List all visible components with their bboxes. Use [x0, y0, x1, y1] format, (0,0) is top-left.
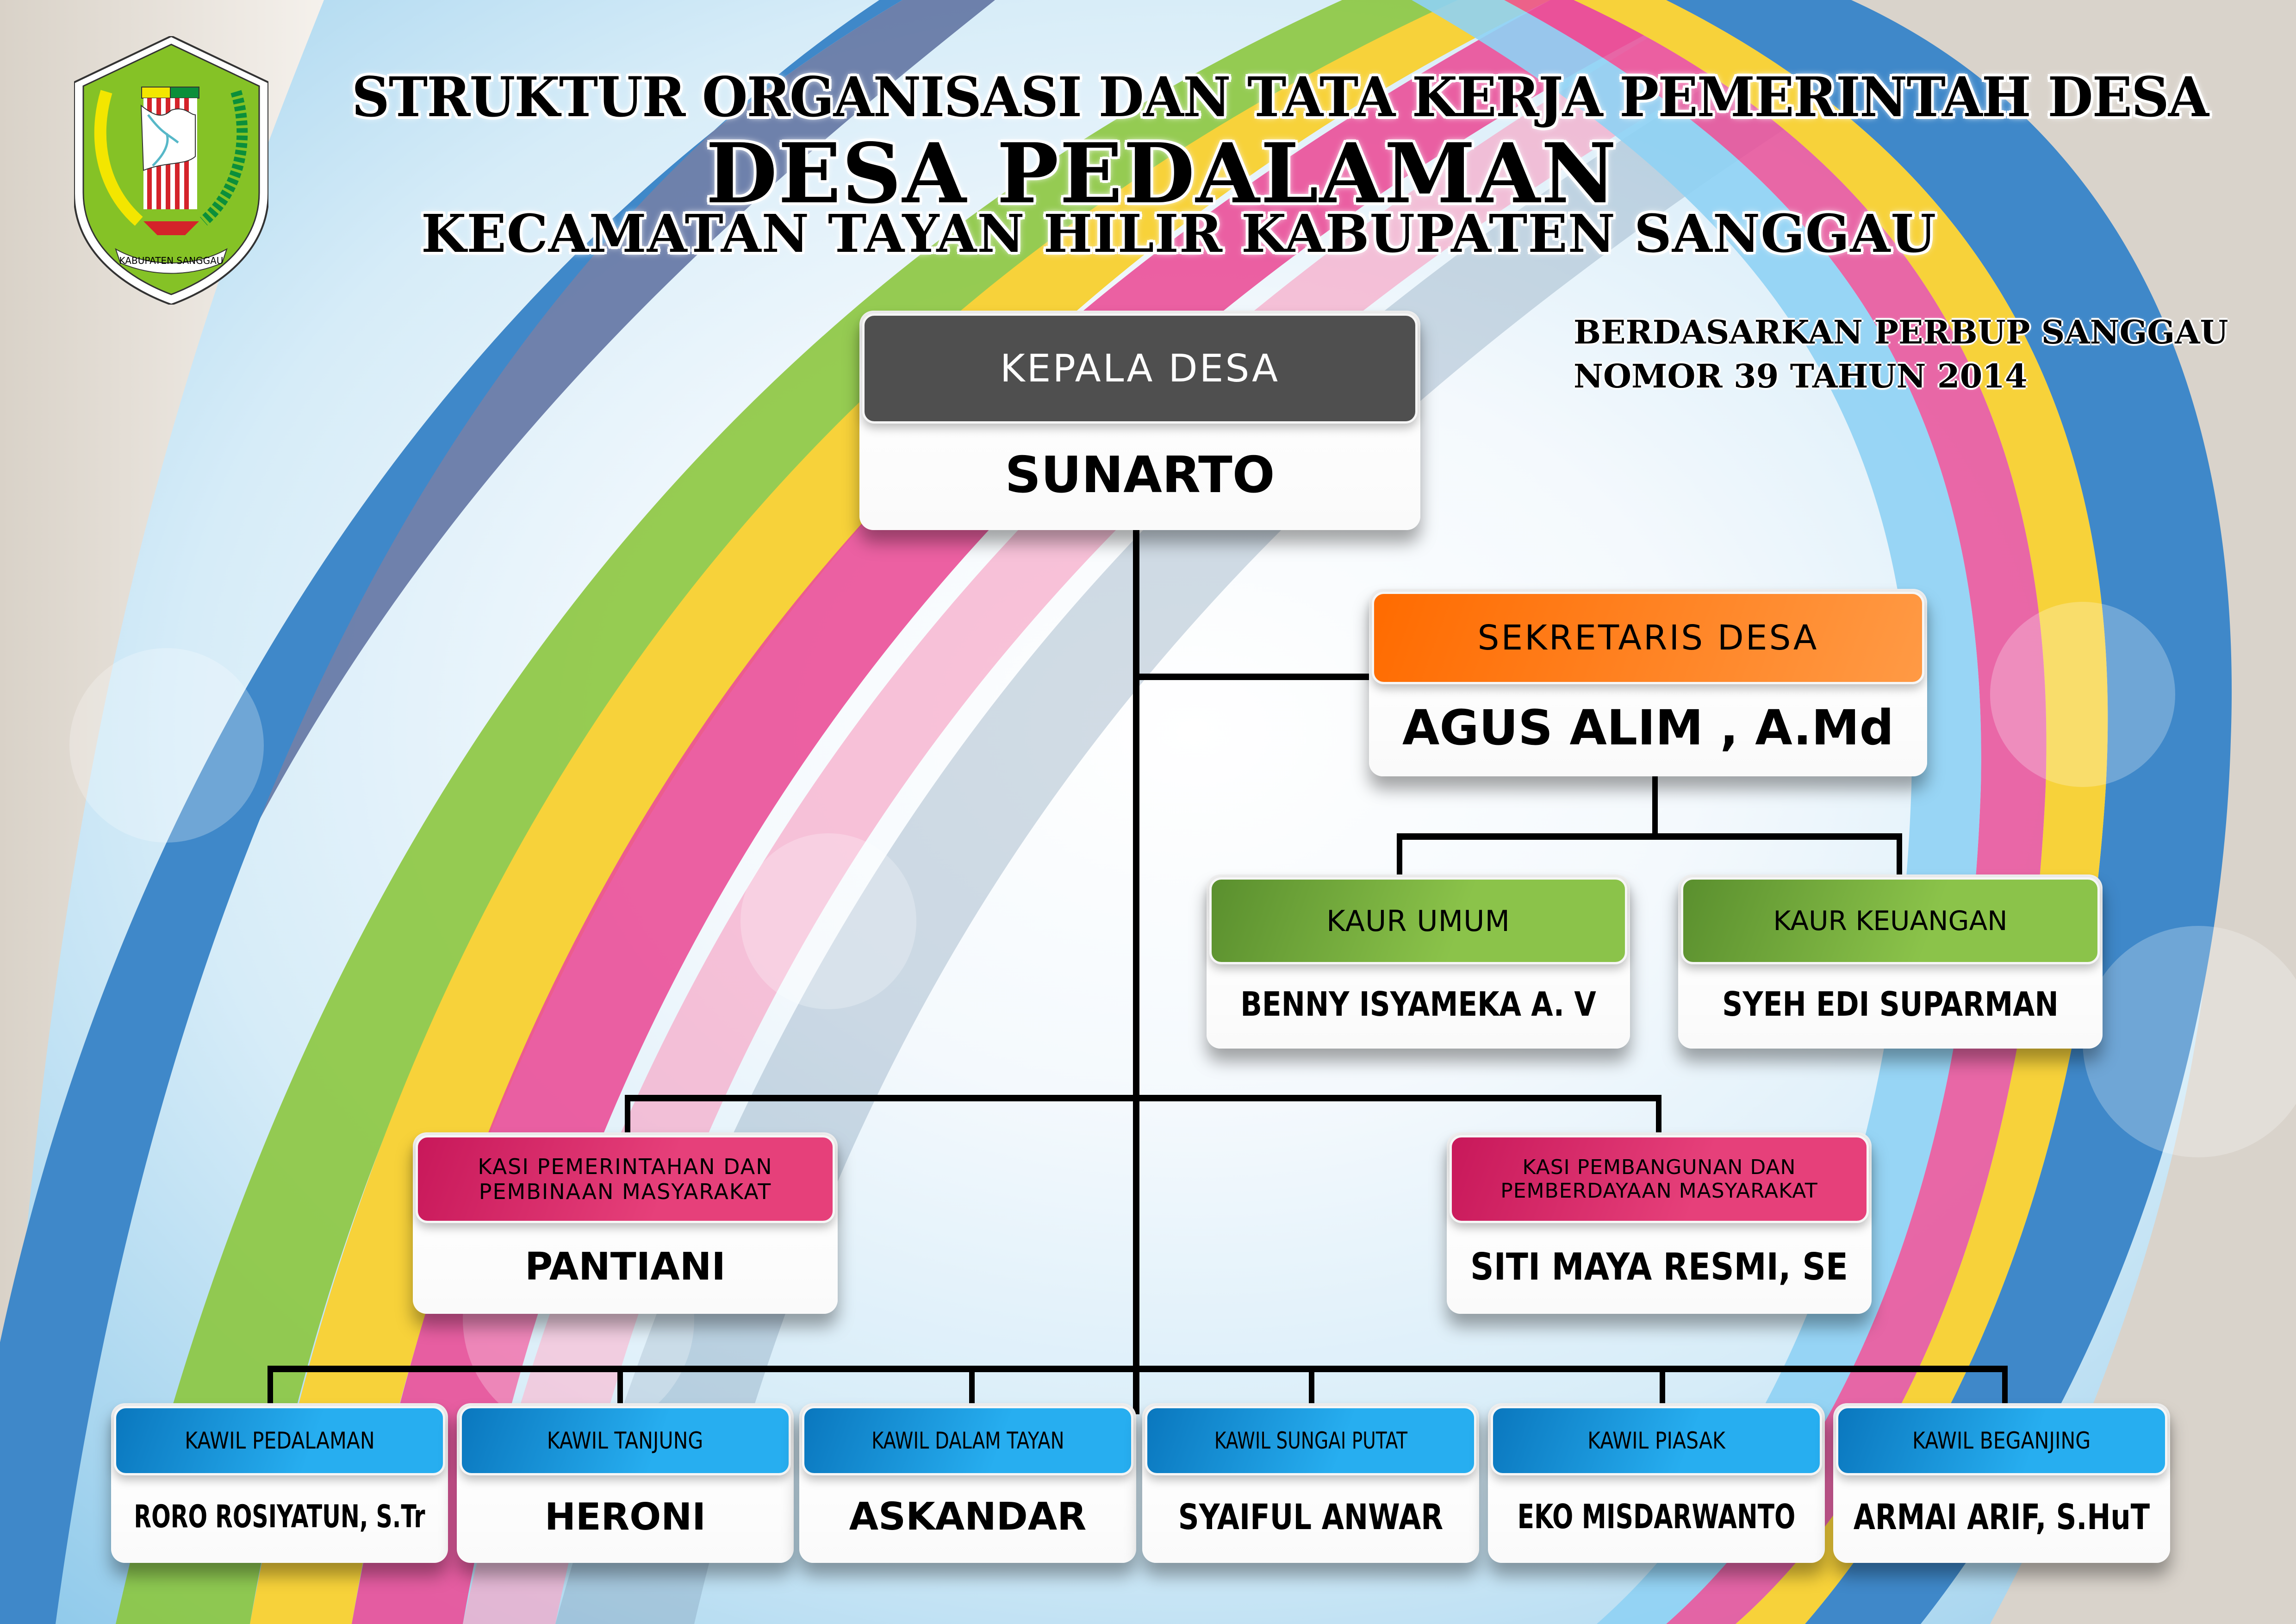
org-node-kasi-pembangunan: KASI PEMBANGUNAN DAN PEMBERDAYAAN MASYAR…: [1447, 1132, 1872, 1314]
org-node-kawil-piasak: KAWIL PIASAK EKO MISDARWANTO: [1488, 1403, 1825, 1563]
position-header: KAWIL DALAM TAYAN: [802, 1406, 1133, 1475]
org-node-kasi-pemerintahan: KASI PEMERINTAHAN DAN PEMBINAAN MASYARAK…: [413, 1132, 838, 1314]
position-header: KAWIL PIASAK: [1491, 1406, 1822, 1475]
reference-line-2: NOMOR 39 TAHUN 2014: [1574, 357, 2028, 395]
position-header: KAUR KEUANGAN: [1681, 877, 2100, 964]
legal-reference: BERDASARKAN PERBUP SANGGAU NOMOR 39 TAHU…: [1574, 310, 2228, 398]
org-node-kawil-sungai-putat: KAWIL SUNGAI PUTAT SYAIFUL ANWAR: [1142, 1403, 1479, 1563]
person-name: EKO MISDARWANTO: [1517, 1497, 1796, 1536]
person-name: AGUS ALIM , A.Md: [1402, 700, 1894, 756]
title-village-name: DESA PEDALAMAN: [706, 125, 1618, 222]
kabupaten-sanggau-emblem: KABUPATEN SANGGAU: [74, 36, 268, 305]
person-name: SITI MAYA RESMI, SE: [1470, 1245, 1848, 1288]
org-node-kawil-beganjing: KAWIL BEGANJING ARMAI ARIF, S.HuT: [1833, 1403, 2170, 1563]
person-name: BENNY ISYAMEKA A. V: [1240, 985, 1596, 1024]
org-node-kawil-pedalaman: KAWIL PEDALAMAN RORO ROSIYATUN, S.Tr: [111, 1403, 448, 1563]
title-district: KECAMATAN TAYAN HILIR KABUPATEN SANGGAU: [421, 204, 1936, 264]
org-node-kepala-desa: KEPALA DESA SUNARTO: [859, 311, 1420, 530]
position-header: KAWIL PEDALAMAN: [114, 1406, 445, 1475]
person-name: SYAIFUL ANWAR: [1178, 1496, 1444, 1537]
position-header: KASI PEMBANGUNAN DAN PEMBERDAYAAN MASYAR…: [1450, 1135, 1869, 1223]
person-name: HERONI: [545, 1495, 706, 1538]
position-header: SEKRETARIS DESA: [1372, 592, 1924, 684]
org-node-kawil-tanjung: KAWIL TANJUNG HERONI: [457, 1403, 794, 1563]
position-header: KAWIL SUNGAI PUTAT: [1145, 1406, 1476, 1475]
title-line-1: STRUKTUR ORGANISASI DAN TATA KERJA PEMER…: [352, 65, 2209, 129]
reference-line-1: BERDASARKAN PERBUP SANGGAU: [1574, 313, 2228, 351]
position-header: KASI PEMERINTAHAN DAN PEMBINAAN MASYARAK…: [416, 1135, 835, 1223]
org-node-kaur-umum: KAUR UMUM BENNY ISYAMEKA A. V: [1207, 874, 1630, 1049]
person-name: PANTIANI: [525, 1244, 726, 1289]
person-name: SYEH EDI SUPARMAN: [1722, 985, 2059, 1024]
person-name: RORO ROSIYATUN, S.Tr: [134, 1498, 425, 1535]
svg-text:KABUPATEN SANGGAU: KABUPATEN SANGGAU: [119, 255, 224, 266]
position-header: KAWIL TANJUNG: [460, 1406, 791, 1475]
person-name: SUNARTO: [1005, 446, 1275, 504]
position-header: KAUR UMUM: [1209, 877, 1627, 964]
person-name: ASKANDAR: [849, 1494, 1087, 1539]
person-name: ARMAI ARIF, S.HuT: [1853, 1496, 2150, 1537]
position-header: KEPALA DESA: [862, 313, 1418, 424]
position-header: KAWIL BEGANJING: [1836, 1406, 2167, 1475]
org-node-kawil-dalam-tayan: KAWIL DALAM TAYAN ASKANDAR: [799, 1403, 1136, 1563]
org-node-sekretaris-desa: SEKRETARIS DESA AGUS ALIM , A.Md: [1369, 589, 1927, 776]
org-node-kaur-keuangan: KAUR KEUANGAN SYEH EDI SUPARMAN: [1678, 874, 2103, 1049]
